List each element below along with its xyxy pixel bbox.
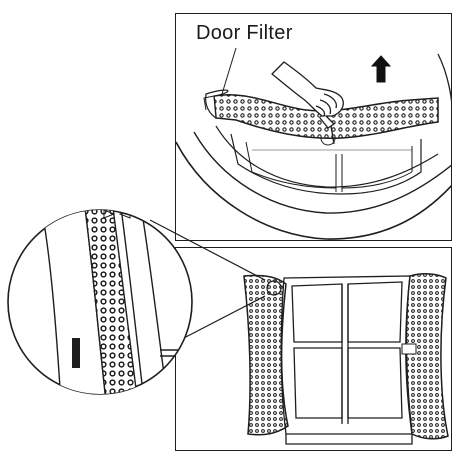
filter-opened-drawing — [243, 273, 449, 445]
callout-marker — [266, 280, 282, 296]
door-filter-label: Door Filter — [196, 22, 293, 44]
detail-tab — [72, 338, 80, 368]
detail-arrow-right-icon — [103, 210, 116, 219]
label-leader-line — [221, 47, 237, 95]
callout-line-top — [149, 219, 266, 281]
door-glass-edge — [437, 53, 451, 103]
detail-mesh — [83, 210, 141, 394]
filter-right-mesh — [405, 273, 449, 440]
hand-icon — [271, 61, 344, 145]
callout-line-bottom — [179, 295, 266, 341]
up-arrow-icon — [370, 55, 392, 83]
bottom-panel-filter-detail — [175, 247, 452, 451]
filter-housing-rim — [215, 125, 439, 188]
door-opening-drawing — [176, 47, 451, 240]
door-rim-inner — [193, 131, 451, 214]
top-panel-door-filter-removal — [175, 13, 452, 241]
door-rim-outer — [176, 141, 451, 240]
filter-latch — [401, 343, 417, 355]
